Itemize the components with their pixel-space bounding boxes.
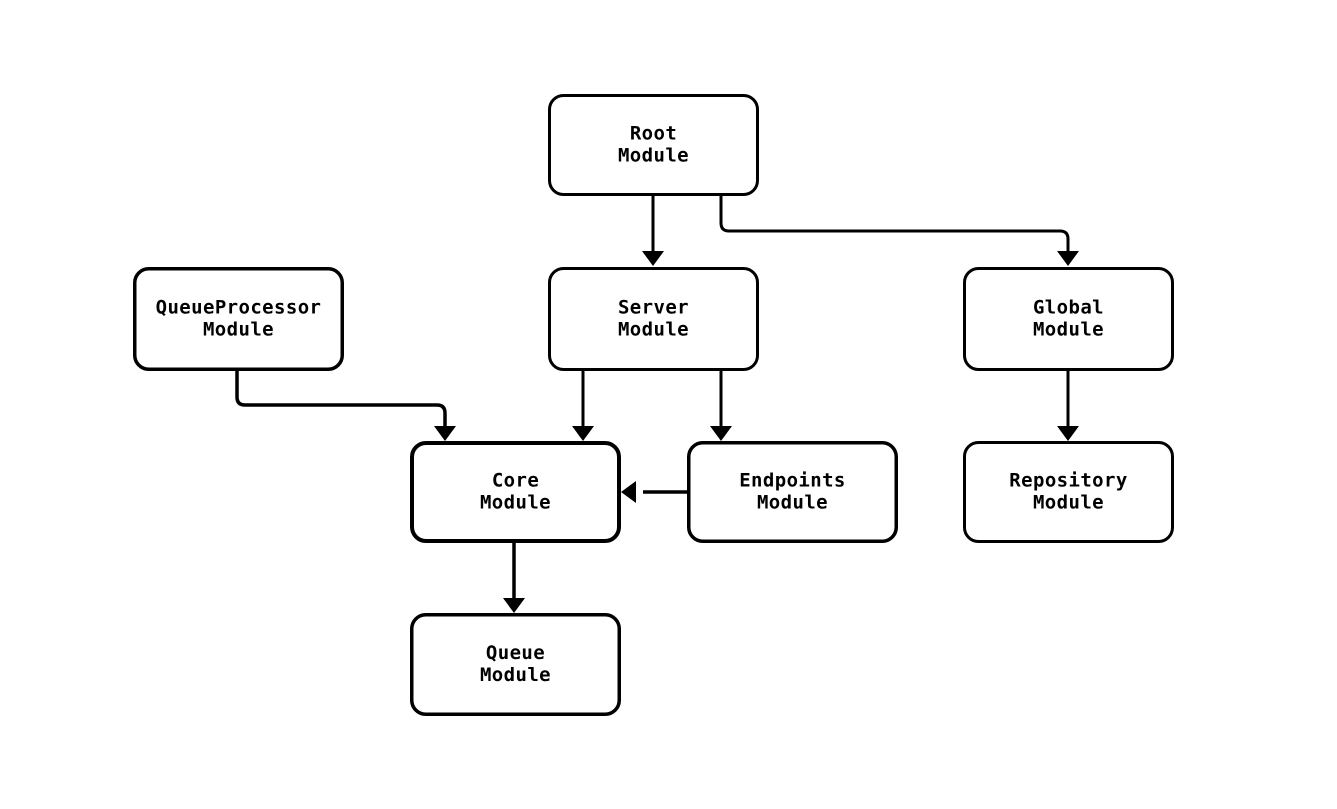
edge-core-to-queue xyxy=(503,543,525,613)
node-box[interactable] xyxy=(410,613,621,716)
node-label-line1: QueueProcessor xyxy=(156,297,322,319)
node-label-line1: Global xyxy=(1033,297,1104,319)
arrowhead-icon xyxy=(503,598,525,613)
node-box[interactable] xyxy=(548,267,759,371)
node-label-line1: Endpoints xyxy=(739,470,846,492)
edge-server-to-core xyxy=(572,371,594,441)
node-label-line2: Module xyxy=(203,319,274,341)
edge-server-to-endpoints xyxy=(710,371,732,441)
node-label-line1: Root xyxy=(630,123,677,145)
node-box[interactable] xyxy=(133,267,344,371)
node-label-line2: Module xyxy=(618,145,689,167)
arrowhead-icon xyxy=(572,426,594,441)
edge-endpoints-to-core xyxy=(621,481,687,503)
edges-layer xyxy=(235,196,1079,613)
arrowhead-icon xyxy=(1057,251,1079,266)
node-label-line1: Server xyxy=(618,297,689,319)
node-label-line2: Module xyxy=(618,319,689,341)
edge-queueprocessor-to-core xyxy=(235,371,456,441)
node-label-line1: Queue xyxy=(486,642,545,664)
node-label-line1: Repository xyxy=(1009,470,1127,492)
node-label-line2: Module xyxy=(480,492,551,514)
edge-root-to-server xyxy=(642,196,664,266)
arrowhead-icon xyxy=(434,426,456,441)
node-box[interactable] xyxy=(963,267,1174,371)
node-box[interactable] xyxy=(963,441,1174,543)
arrowhead-icon xyxy=(710,426,732,441)
edge-root-to-global xyxy=(719,196,1079,266)
node-box[interactable] xyxy=(548,94,759,196)
node-box[interactable] xyxy=(687,441,898,543)
node-label-line2: Module xyxy=(1033,319,1104,341)
node-label-line2: Module xyxy=(1033,492,1104,514)
arrowhead-icon xyxy=(642,251,664,266)
arrowhead-icon xyxy=(1057,426,1079,441)
nodes-layer: RootModuleQueueProcessorModuleServerModu… xyxy=(133,94,1174,716)
node-label-line2: Module xyxy=(480,664,551,686)
edge-global-to-repository xyxy=(1057,371,1079,441)
arrowhead-icon xyxy=(621,481,636,503)
node-label-line1: Core xyxy=(492,470,539,492)
edge-line xyxy=(719,196,1070,255)
edge-line xyxy=(235,371,447,430)
node-label-line2: Module xyxy=(757,492,828,514)
node-box[interactable] xyxy=(410,441,621,543)
